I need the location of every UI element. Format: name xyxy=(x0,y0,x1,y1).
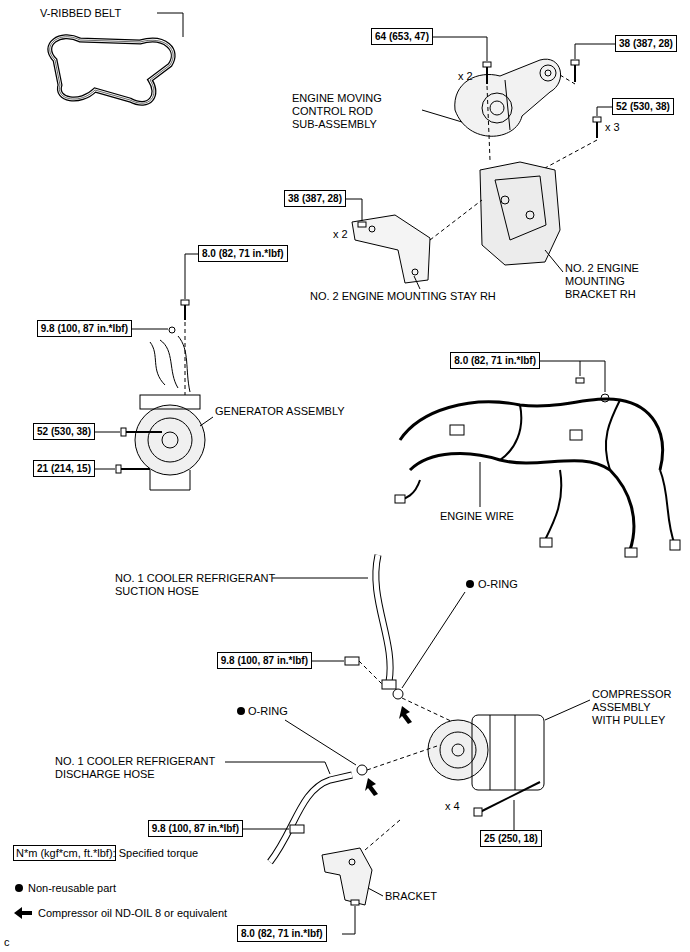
torque-box: 9.8 (100, 87 in.*lbf) xyxy=(217,652,312,669)
legend-text: N*m (kgf*cm, ft.*lbf): Specified torque xyxy=(16,847,198,860)
legend-text: Non-reusable part xyxy=(28,882,116,895)
torque-box: 25 (250, 18) xyxy=(480,830,542,847)
part-label: c xyxy=(4,936,10,949)
part-label: ENGINE MOVING CONTROL ROD SUB-ASSEMBLY xyxy=(292,92,392,131)
torque-box: 9.8 (100, 87 in.*lbf) xyxy=(37,320,132,337)
part-label: x 2 xyxy=(333,228,348,241)
torque-value: 9.8 (100, 87 in.*lbf) xyxy=(41,323,128,334)
part-label: NO. 2 ENGINE MOUNTING BRACKET RH xyxy=(565,262,650,301)
torque-box: 21 (214, 15) xyxy=(33,460,95,477)
part-label: x 2 xyxy=(458,70,473,83)
torque-box: 64 (653, 47) xyxy=(371,28,433,45)
part-label: x 4 xyxy=(445,800,460,813)
torque-value: 52 (530, 38) xyxy=(616,101,670,112)
torque-value: 8.0 (82, 71 in.*lbf) xyxy=(454,355,536,366)
torque-box: 38 (387, 28) xyxy=(615,35,677,52)
torque-value: 52 (530, 38) xyxy=(37,426,91,437)
torque-value: 38 (387, 28) xyxy=(288,193,342,204)
part-label: V-RIBBED BELT xyxy=(40,7,121,20)
legend-text: Compressor oil ND-OIL 8 or equivalent xyxy=(38,907,227,920)
torque-value: 38 (387, 28) xyxy=(619,38,673,49)
part-label: BRACKET xyxy=(385,890,437,903)
torque-box: 8.0 (82, 71 in.*lbf) xyxy=(450,352,540,369)
torque-box: 9.8 (100, 87 in.*lbf) xyxy=(148,820,243,837)
torque-box: 52 (530, 38) xyxy=(612,98,674,115)
part-label: ENGINE WIRE xyxy=(440,510,514,523)
torque-value: 21 (214, 15) xyxy=(37,463,91,474)
part-label: NO. 2 ENGINE MOUNTING STAY RH xyxy=(310,290,496,303)
torque-value: 9.8 (100, 87 in.*lbf) xyxy=(152,823,239,834)
torque-value: 8.0 (82, 71 in.*lbf) xyxy=(241,928,323,939)
part-label: GENERATOR ASSEMBLY xyxy=(215,405,345,418)
part-label: O-RING xyxy=(478,578,518,591)
torque-box: 8.0 (82, 71 in.*lbf) xyxy=(237,925,327,942)
part-label: COMPRESSOR ASSEMBLY WITH PULLEY xyxy=(592,688,674,727)
part-label: NO. 1 COOLER REFRIGERANT SUCTION HOSE xyxy=(115,572,285,598)
torque-value: 64 (653, 47) xyxy=(375,31,429,42)
part-label: NO. 1 COOLER REFRIGERANT DISCHARGE HOSE xyxy=(55,755,225,781)
torque-box: 38 (387, 28) xyxy=(284,190,346,207)
torque-box: 8.0 (82, 71 in.*lbf) xyxy=(198,245,288,262)
torque-value: 25 (250, 18) xyxy=(484,833,538,844)
part-label: x 3 xyxy=(605,121,620,134)
torque-box: 52 (530, 38) xyxy=(33,423,95,440)
part-label: O-RING xyxy=(248,705,288,718)
torque-value: 9.8 (100, 87 in.*lbf) xyxy=(221,655,308,666)
torque-value: 8.0 (82, 71 in.*lbf) xyxy=(202,248,284,259)
